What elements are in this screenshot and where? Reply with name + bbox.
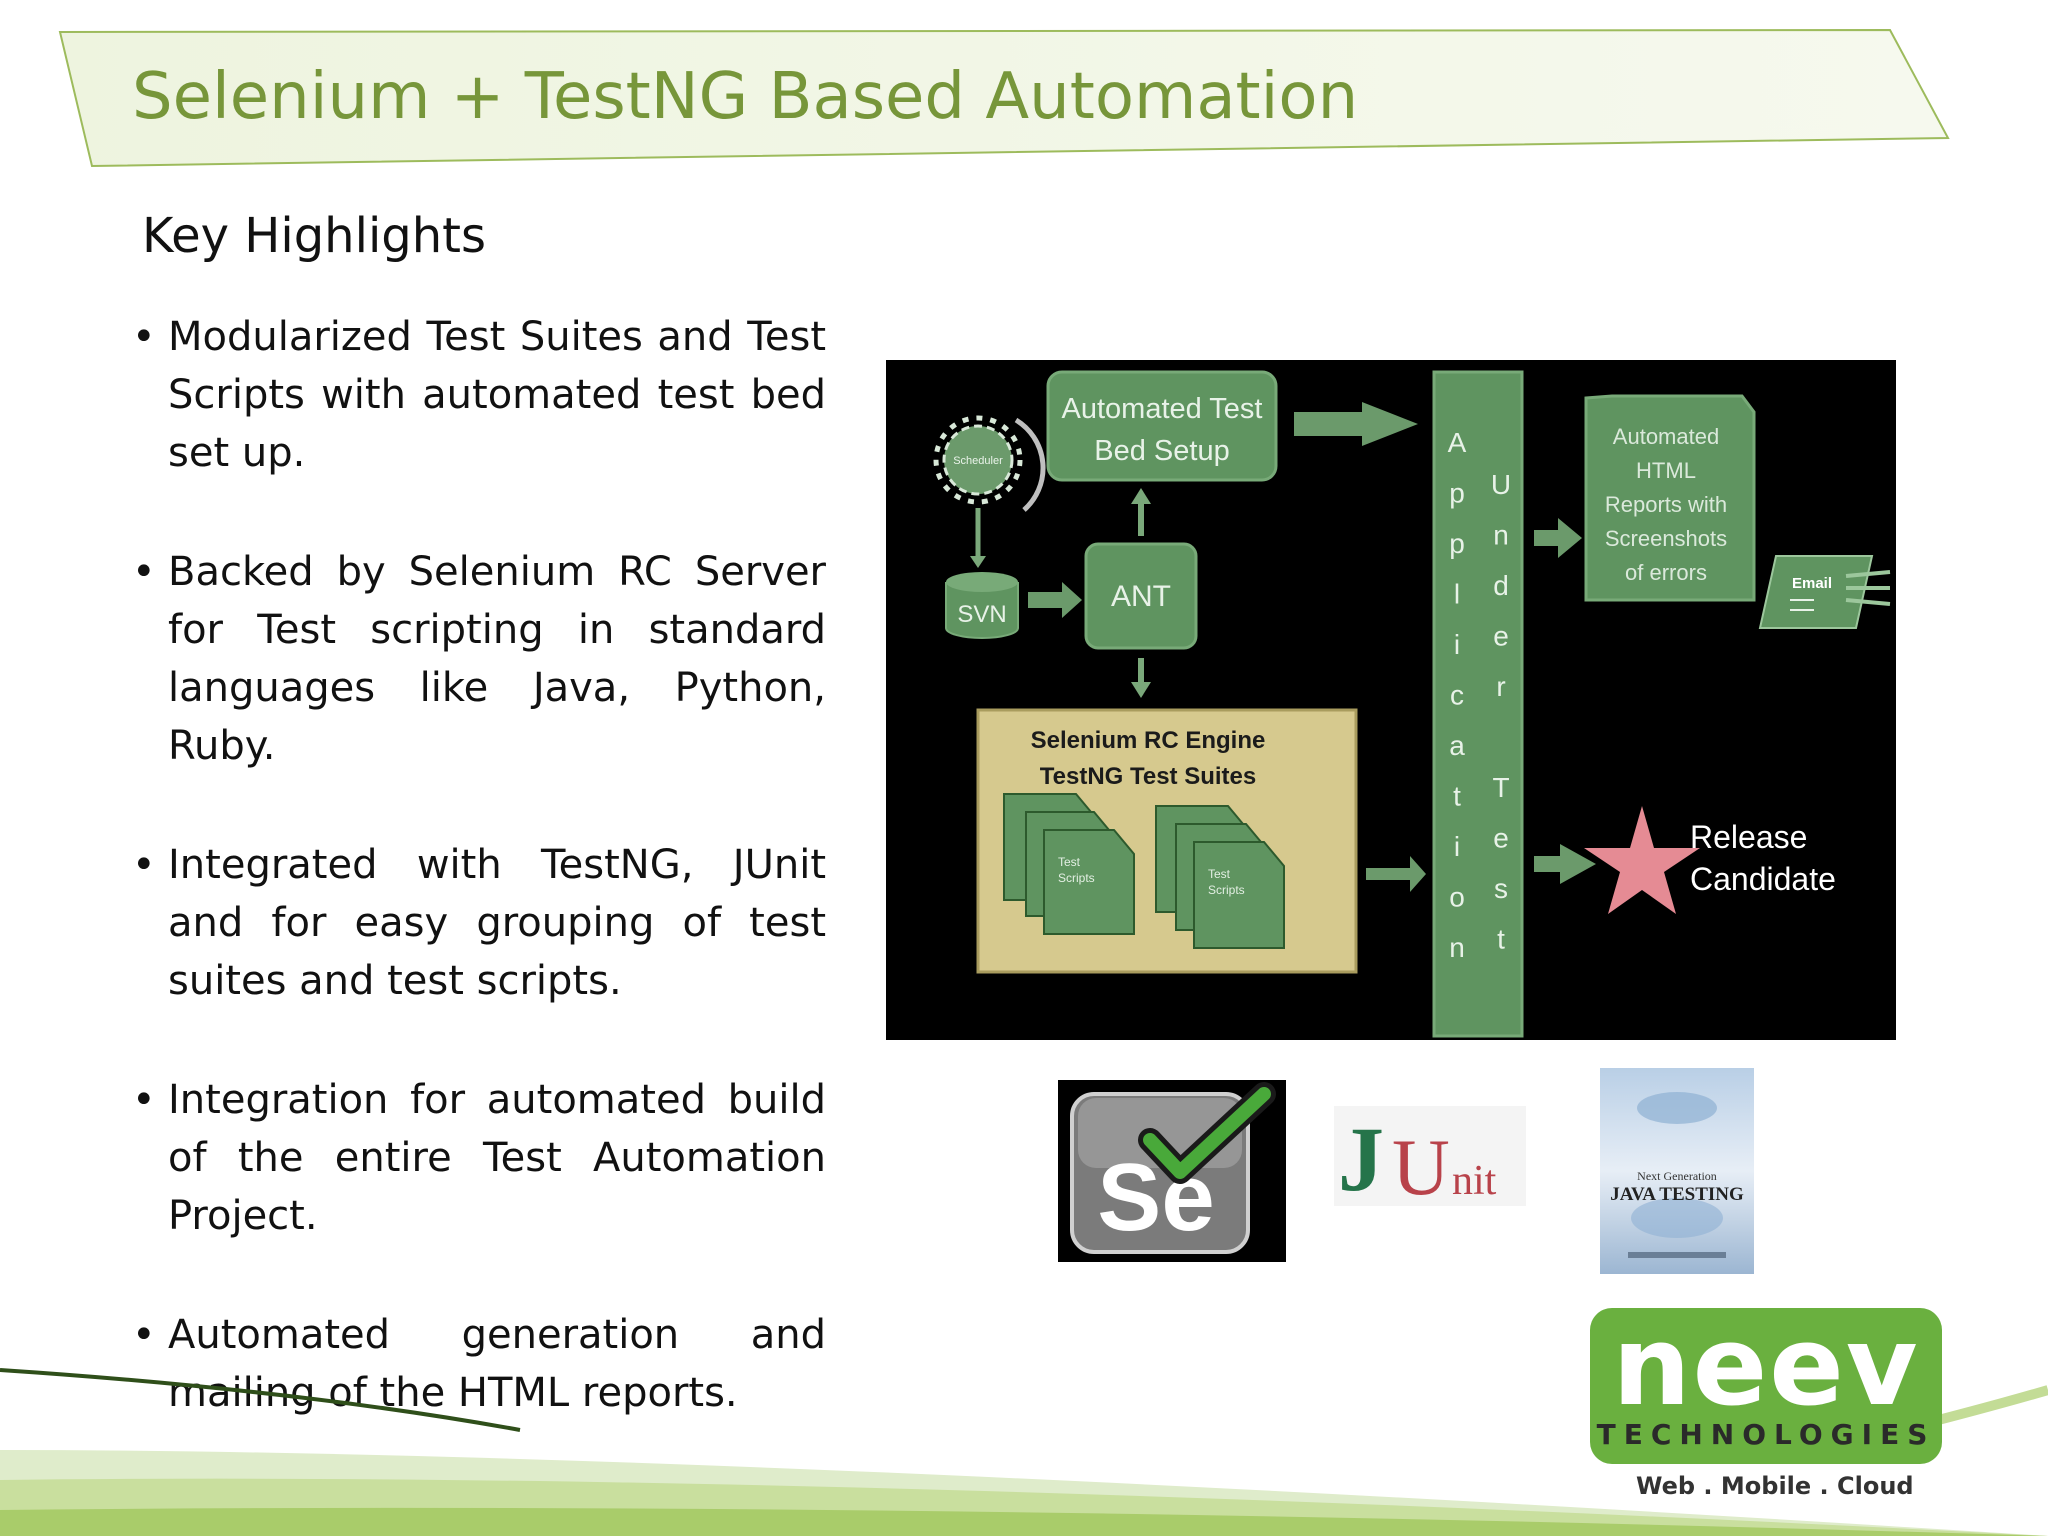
bullet-text: Backed by Selenium RC Server for Test sc… (168, 549, 826, 769)
script-label: Test (1208, 867, 1231, 881)
engine-label-1: Selenium RC Engine (1031, 727, 1266, 754)
bullet-list: • Modularized Test Suites and Test Script… (132, 308, 826, 1483)
ant-label: ANT (1111, 580, 1171, 613)
slide-title: Selenium + TestNG Based Automation (132, 60, 1359, 134)
arrow-head (1131, 682, 1151, 698)
bottom-swoosh-decoration (0, 1368, 2048, 1536)
bullet-dot: • (132, 314, 156, 360)
release-label-2: Candidate (1690, 861, 1836, 897)
book-title-1: Next Generation (1637, 1169, 1717, 1183)
email-label: Email (1792, 575, 1832, 592)
scheduler-label: Scheduler (953, 455, 1003, 467)
ant-box (1084, 542, 1198, 650)
svn-database-icon: SVN (945, 572, 1019, 639)
junit-u: U (1392, 1124, 1450, 1206)
neev-logo: neev TECHNOLOGIES (1590, 1302, 1942, 1464)
release-star-icon (1584, 806, 1700, 914)
svn-label: SVN (957, 601, 1006, 628)
script-label: Test (1058, 855, 1081, 869)
junit-nit: nit (1452, 1158, 1497, 1204)
junit-j: J (1338, 1108, 1384, 1206)
arrow-aut-reports (1534, 518, 1582, 558)
bullet-item: • Integrated with TestNG, JUnit and for e… (132, 836, 826, 1010)
architecture-diagram: Scheduler Automated Test Bed Setup SVN A… (886, 360, 1896, 1040)
book-title-2: JAVA TESTING (1610, 1184, 1744, 1205)
arrow-head (1131, 488, 1151, 504)
bullet-text: Automated generation and mailing of the … (168, 1312, 826, 1416)
arrow-aut-release (1534, 844, 1596, 884)
key-highlights-heading: Key Highlights (142, 208, 486, 264)
arrow-head (970, 556, 986, 568)
scheduler-gear-icon: Scheduler (933, 415, 1046, 512)
bullet-text: Integration for automated build of the e… (168, 1077, 826, 1239)
reports-box (1584, 394, 1756, 602)
test-scripts-stack-right: Test Scripts (1155, 805, 1285, 949)
junit-logo: J U nit (1334, 1106, 1526, 1206)
bullet-dot: • (132, 549, 156, 595)
engine-label-2: TestNG Test Suites (1040, 763, 1257, 790)
release-label-1: Release (1690, 819, 1807, 855)
arrow-testbed-aut (1294, 402, 1418, 446)
bullet-dot: • (132, 842, 156, 888)
bullet-item: • Modularized Test Suites and Test Script… (132, 308, 826, 482)
arrow-engine-aut (1366, 856, 1426, 892)
arrow-svn-ant (1028, 582, 1082, 618)
email-send-arrows (1845, 570, 1891, 606)
bullet-dot: • (132, 1312, 156, 1358)
aut-column (1432, 370, 1524, 1038)
selenium-logo: Se (1058, 1080, 1286, 1262)
bullet-text: Modularized Test Suites and Test Scripts… (168, 314, 826, 476)
testbed-label-2: Bed Setup (1094, 435, 1229, 467)
email-icon (1758, 555, 1874, 629)
neev-logo-word: neev (1612, 1302, 1920, 1430)
neev-logo-subtitle: TECHNOLOGIES (1596, 1418, 1936, 1451)
java-testing-book-cover: Next Generation JAVA TESTING (1600, 1068, 1754, 1274)
script-label: Scripts (1208, 883, 1245, 897)
bullet-item: • Backed by Selenium RC Server for Test s… (132, 543, 826, 775)
bullet-text: Integrated with TestNG, JUnit and for ea… (168, 842, 826, 1004)
title-banner (58, 28, 1950, 168)
bullet-item: • Integration for automated build of the … (132, 1071, 826, 1245)
bullet-dot: • (132, 1077, 156, 1123)
test-scripts-stack-left: Test Scripts (1003, 793, 1135, 935)
neev-tagline: Web . Mobile . Cloud (1636, 1472, 1914, 1500)
bullet-item: • Automated generation and mailing of the… (132, 1306, 826, 1422)
script-label: Scripts (1058, 871, 1095, 885)
testbed-label-1: Automated Test (1062, 393, 1263, 425)
testbed-box (1046, 370, 1278, 482)
